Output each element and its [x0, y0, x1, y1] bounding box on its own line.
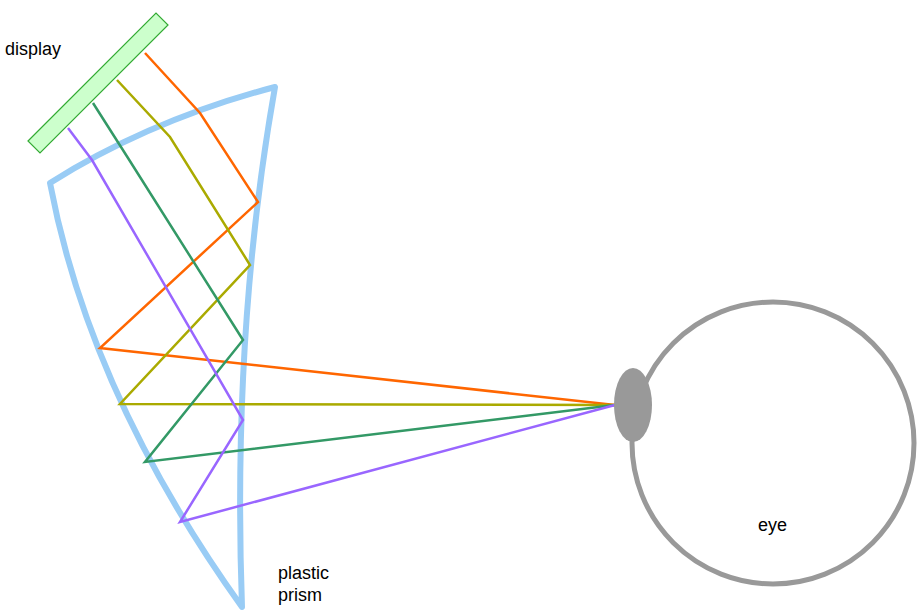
node-label: display: [5, 38, 61, 60]
eyeball-outline: [632, 302, 914, 584]
plastic-prism-outline: [50, 87, 275, 607]
light-ray: [117, 80, 615, 405]
light-ray: [93, 103, 615, 462]
eye-lens: [614, 368, 652, 442]
part-label: plastic prism: [278, 562, 358, 606]
shape-outline: [630, 300, 916, 586]
node-label: eye: [758, 514, 787, 536]
light-ray: [68, 128, 615, 522]
shape-outline: [0, 8, 175, 158]
eye-circle: eye: [630, 300, 916, 586]
light-ray: [100, 53, 615, 405]
display-rect: [28, 13, 168, 153]
display-panel: display: [0, 8, 175, 158]
